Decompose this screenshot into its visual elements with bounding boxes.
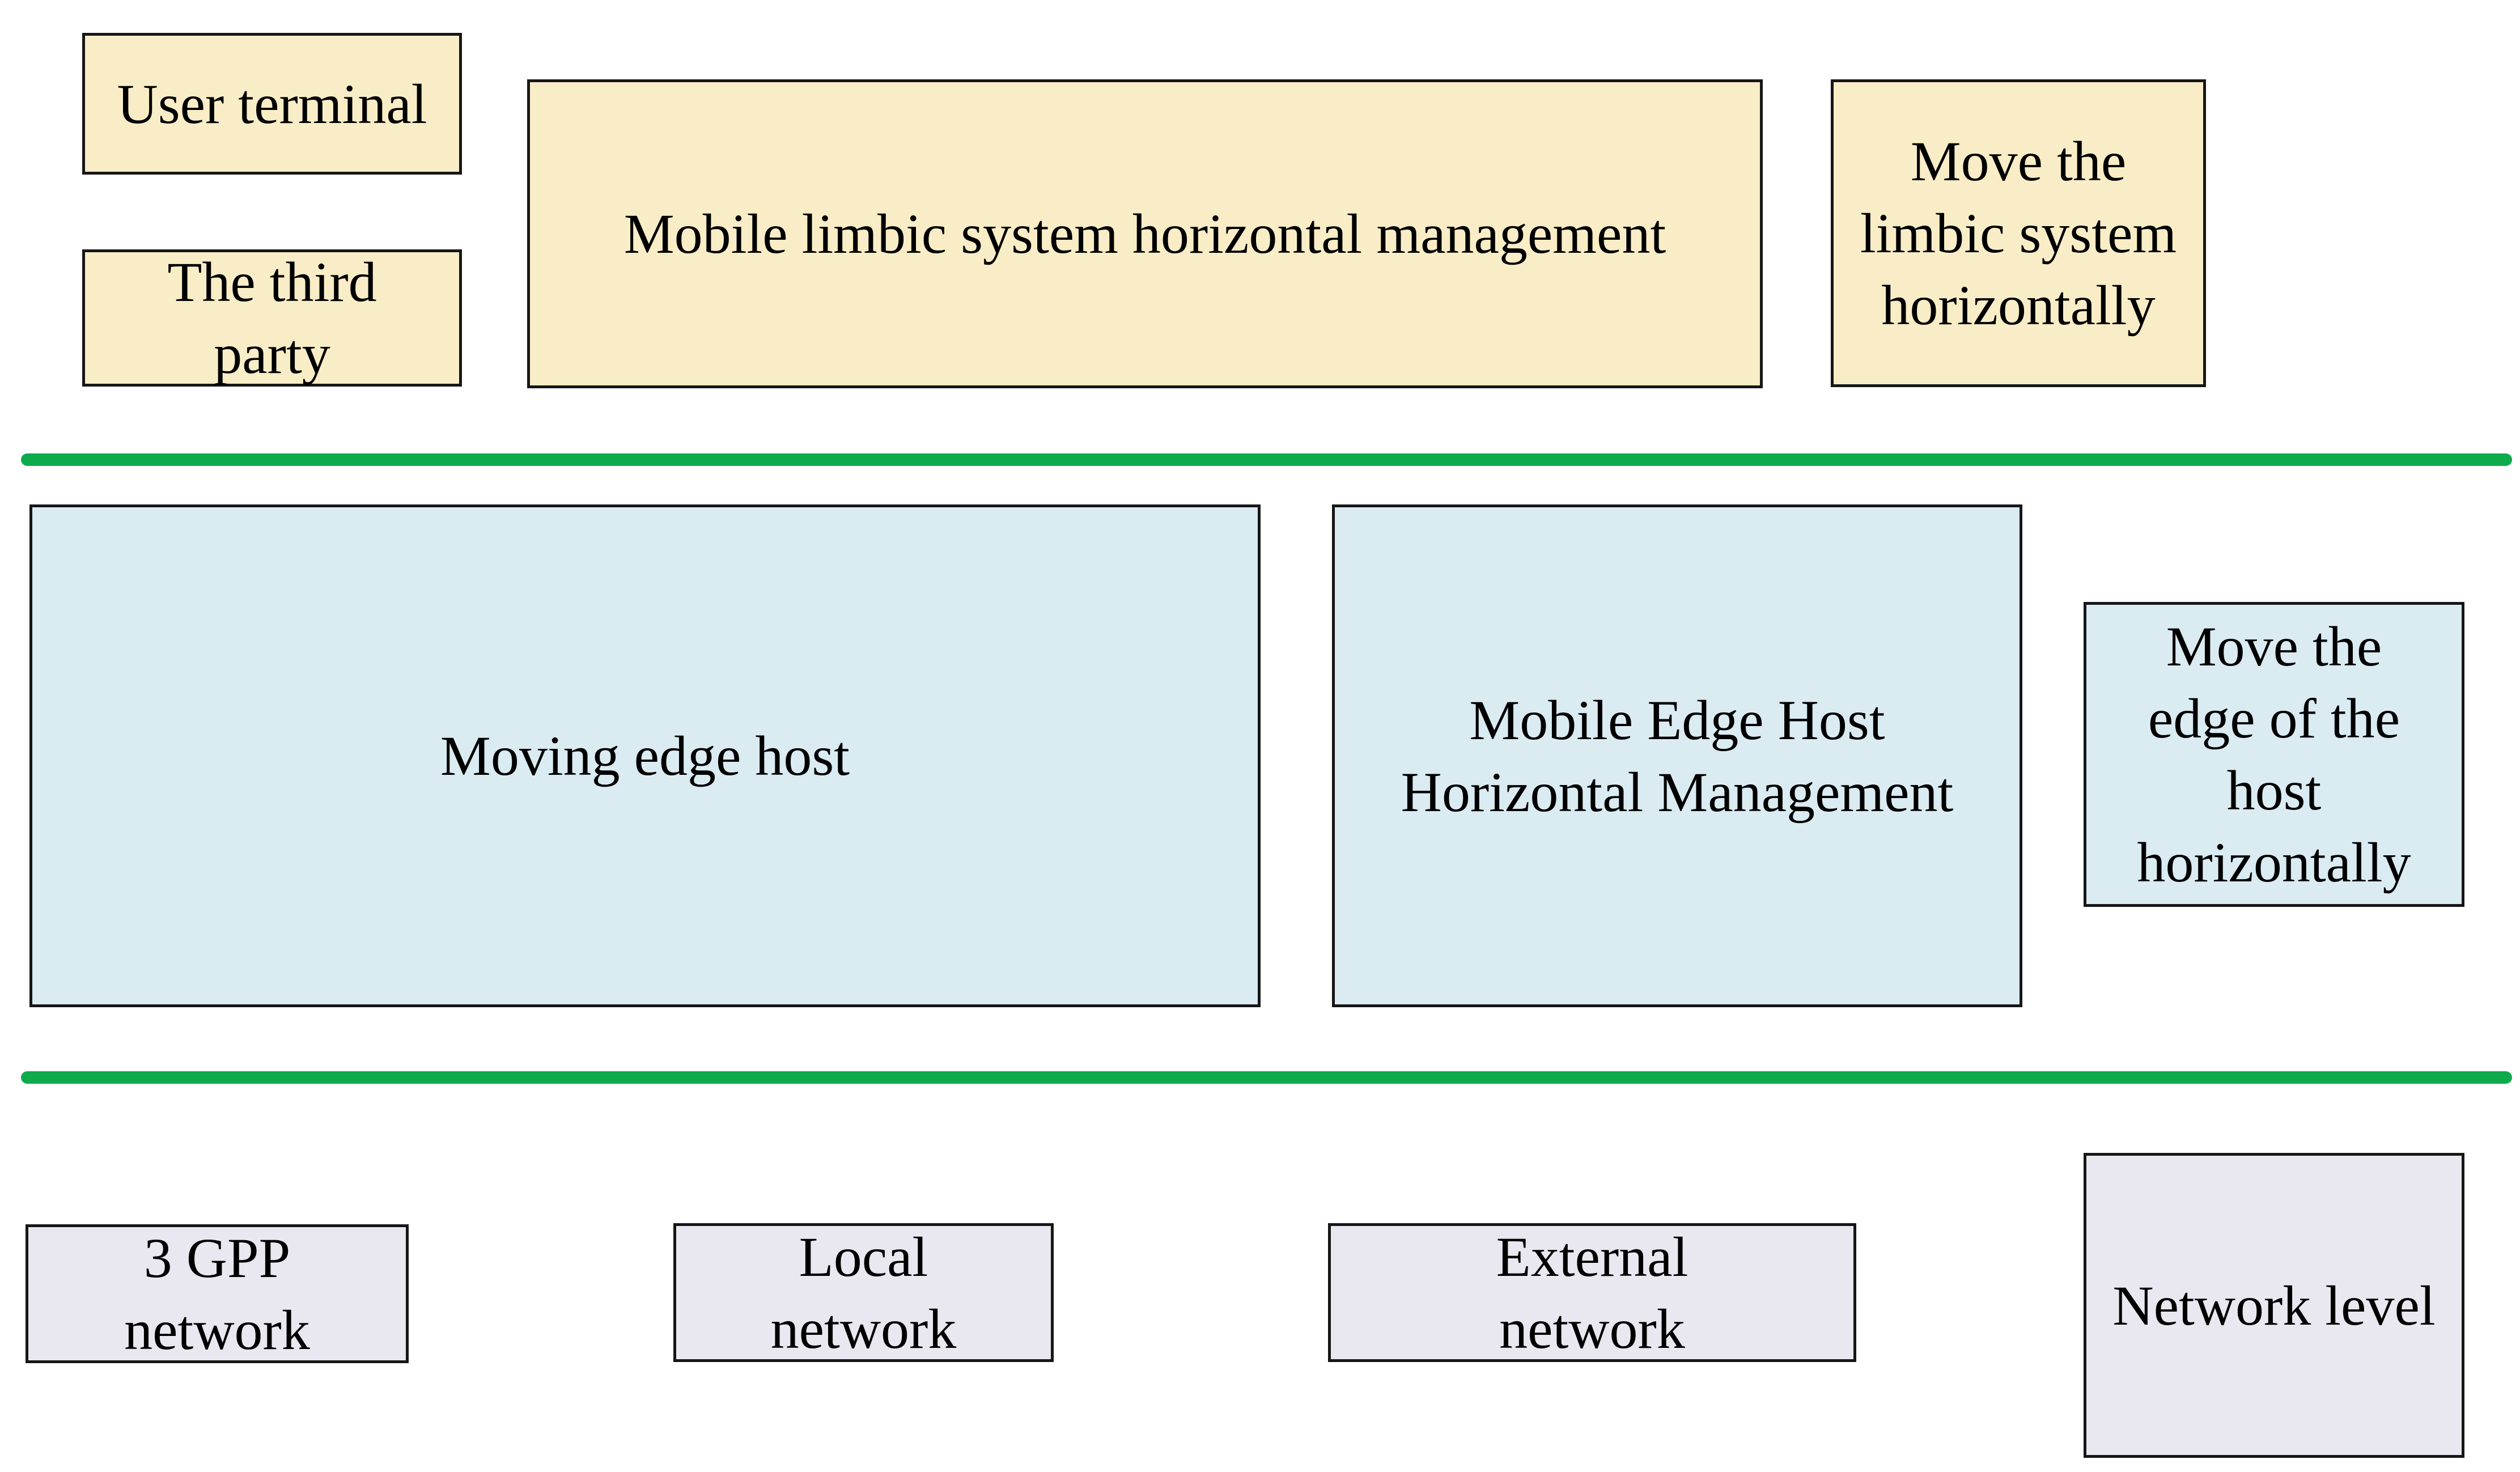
level-divider-bottom: [21, 1071, 2512, 1084]
network-level-box: Network level: [2084, 1153, 2464, 1458]
gpp-network-box: 3 GPP network: [26, 1224, 409, 1363]
mobile-edge-host-management-box: Mobile Edge Host Horizontal Management: [1332, 504, 2022, 1007]
mobile-limbic-system-management-box: Mobile limbic system horizontal manageme…: [527, 79, 1763, 388]
third-party-box: The third party: [82, 249, 462, 387]
moving-edge-host-box: Moving edge host: [29, 504, 1261, 1007]
move-limbic-system-box: Move the limbic system horizontally: [1831, 79, 2206, 387]
level-divider-top: [21, 453, 2512, 466]
move-edge-of-host-box: Move the edge of the host horizontally: [2084, 602, 2464, 907]
user-terminal-box: User terminal: [82, 33, 462, 175]
local-network-box: Local network: [673, 1223, 1054, 1362]
external-network-box: External network: [1328, 1223, 1856, 1362]
